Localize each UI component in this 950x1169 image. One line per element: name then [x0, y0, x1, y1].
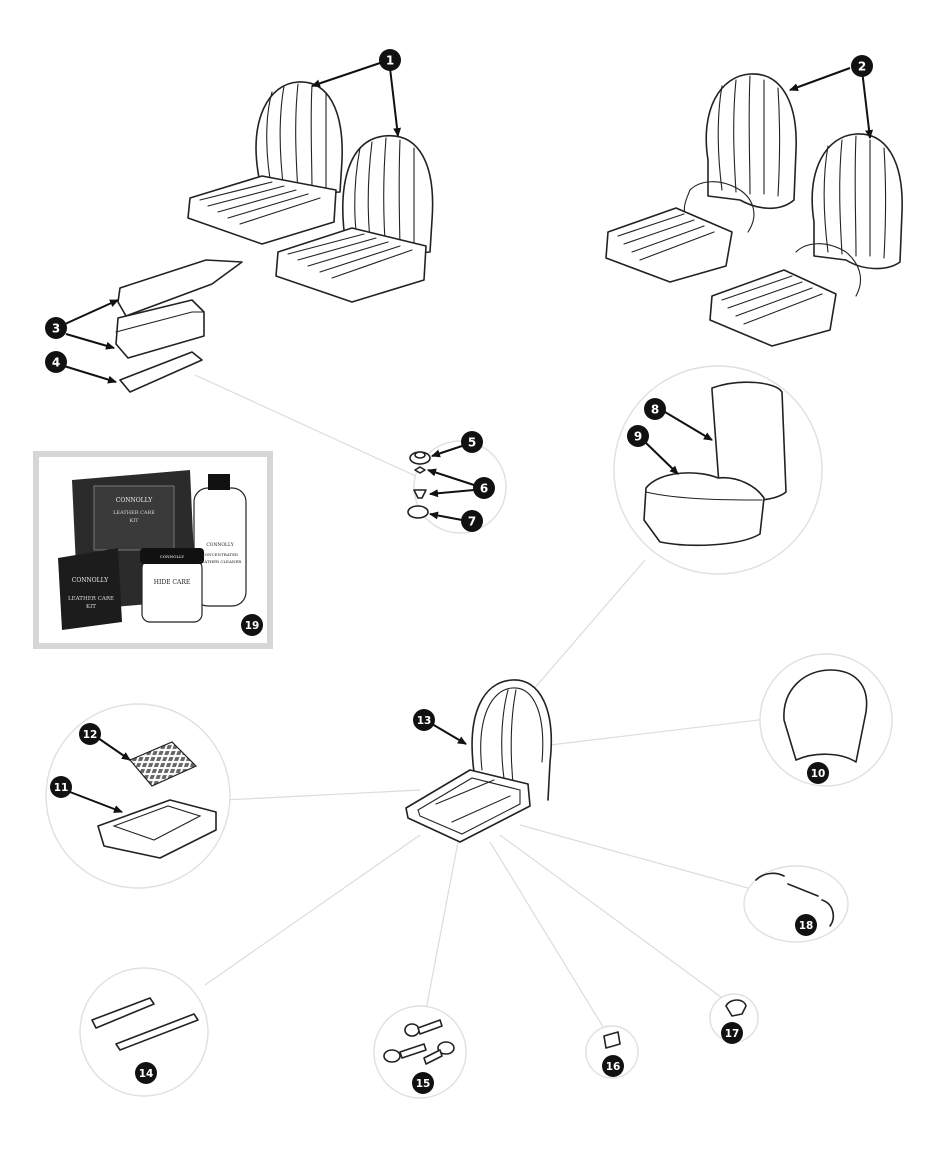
part-13-seat-frame	[405, 679, 552, 843]
callout-14: 14	[135, 1062, 157, 1084]
callout-16: 16	[602, 1055, 624, 1077]
callout-label-12: 12	[83, 729, 98, 741]
leader-lines	[194, 374, 776, 1031]
callout-label-2: 2	[858, 60, 866, 74]
callout-8: 8	[644, 398, 666, 420]
callout-12: 12	[79, 723, 101, 745]
callout-4: 4	[45, 351, 67, 373]
callout-2: 2	[851, 55, 873, 77]
part-3-4-pads	[115, 259, 243, 393]
kit-bottle-line-1: CONCENTRATED	[202, 552, 238, 557]
callout-label-6: 6	[480, 482, 488, 496]
callout-label-3: 3	[52, 322, 60, 336]
kit-jar-brand: CONNOLLY	[160, 554, 185, 559]
callout-label-16: 16	[606, 1061, 621, 1073]
kit-booklet-line-2: KIT	[86, 604, 96, 610]
callout-label-7: 7	[468, 515, 476, 529]
callout-label-5: 5	[468, 436, 476, 450]
kit-box-title-1: LEATHER CARE	[113, 510, 155, 516]
part-15-bolts	[373, 1005, 467, 1099]
callout-11: 11	[50, 776, 72, 798]
callout-1: 1	[379, 49, 401, 71]
kit-booklet-line-1: LEATHER CARE	[68, 596, 114, 602]
callout-label-15: 15	[416, 1078, 431, 1090]
kit-booklet-brand: CONNOLLY	[72, 577, 110, 584]
callout-5: 5	[461, 431, 483, 453]
part-18-trim	[743, 865, 849, 943]
callout-label-17: 17	[725, 1028, 740, 1040]
callout-label-14: 14	[139, 1068, 154, 1080]
callout-3: 3	[45, 317, 67, 339]
kit-box-title-2: KIT	[129, 518, 139, 524]
callout-10: 10	[807, 762, 829, 784]
callout-badges: 1 2 3 4 5 6 7 8 9 10 11 12 13 14 15 16 1…	[45, 49, 873, 1094]
callout-label-11: 11	[54, 782, 69, 794]
kit-jar-line-1: HIDE CARE	[154, 579, 191, 586]
callout-17: 17	[721, 1022, 743, 1044]
callout-18: 18	[795, 914, 817, 936]
callout-label-4: 4	[52, 356, 60, 370]
part-5-7-fasteners	[407, 440, 507, 534]
callout-label-10: 10	[811, 768, 826, 780]
part-8-9-foam	[613, 365, 823, 575]
kit-bottle-line-2: LEATHER CLEANER	[199, 559, 243, 564]
callout-label-8: 8	[651, 403, 659, 417]
callout-19: 19	[241, 614, 263, 636]
part-12-mesh	[129, 741, 198, 787]
callout-arrows	[63, 62, 874, 813]
kit-bottle-brand: CONNOLLY	[206, 542, 234, 548]
callout-15: 15	[412, 1072, 434, 1094]
callout-label-1: 1	[386, 54, 394, 68]
kit-box-brand: CONNOLLY	[116, 497, 154, 504]
callout-label-9: 9	[634, 430, 642, 444]
callout-9: 9	[627, 425, 649, 447]
part-16-clip	[585, 1025, 639, 1079]
part-2-seat-covers	[605, 73, 903, 347]
part-10-back-board	[759, 653, 893, 787]
callout-13: 13	[413, 709, 435, 731]
callout-label-18: 18	[799, 920, 814, 932]
callout-label-19: 19	[245, 620, 260, 632]
part-14-rails	[79, 967, 209, 1097]
callout-6: 6	[473, 477, 495, 499]
part-1-seat-pair	[187, 81, 434, 303]
part-19-leather-care-kit	[33, 451, 273, 649]
part-11-12-base	[45, 703, 231, 889]
callout-label-13: 13	[417, 715, 432, 727]
callout-7: 7	[461, 510, 483, 532]
